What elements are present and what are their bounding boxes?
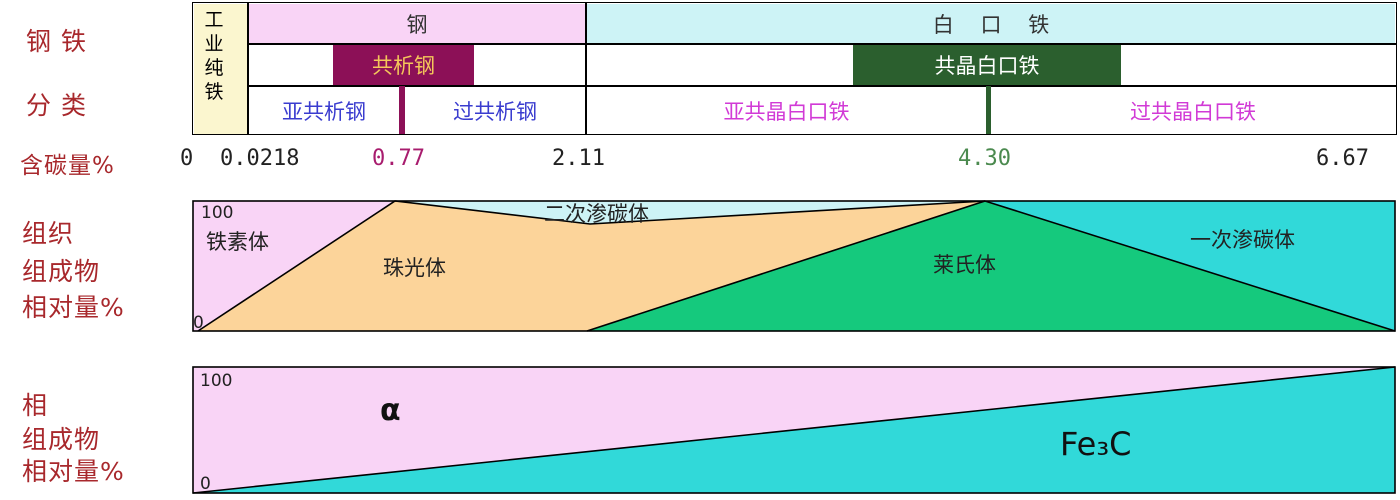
ledeburite-label: 莱氏体 xyxy=(933,253,996,277)
phase-label-line2: 组成物 xyxy=(22,425,101,454)
classification-title-line1: 钢 铁 xyxy=(26,27,87,56)
microstructure-regions: 100 0 铁素体 珠光体 二次渗碳体 莱氏体 一次渗碳体 xyxy=(192,200,1396,333)
pure-iron-label: 工业纯铁 xyxy=(204,9,224,103)
phase-frame xyxy=(192,366,1396,494)
eutectic-divider xyxy=(986,86,991,134)
microstructure-label-line3: 相对量% xyxy=(22,293,125,322)
ledeburite-region xyxy=(587,201,1395,331)
tick-2-11: 2.11 xyxy=(552,146,605,171)
fe3c-label: Fe₃C xyxy=(1060,425,1132,463)
tick-4-30: 4.30 xyxy=(958,146,1011,171)
carbon-scale-label: 含碳量% xyxy=(20,153,115,179)
secondary-cementite-label: 二次渗碳体 xyxy=(544,202,649,226)
hypoeutectoid-steel-cell: 亚共析钢 xyxy=(282,99,366,124)
primary-cementite-label: 一次渗碳体 xyxy=(1190,228,1295,252)
micro-axis-bottom: 0 xyxy=(193,313,204,333)
micro-axis-top: 100 xyxy=(201,203,233,223)
region-boundaries xyxy=(197,200,1396,332)
pearlite-label: 珠光体 xyxy=(383,256,446,280)
pearlite-region xyxy=(198,201,985,331)
pure-iron-cell xyxy=(194,4,247,134)
phase-label-line1: 相 xyxy=(22,391,49,420)
hypereutectoid-steel-cell: 过共析钢 xyxy=(453,99,537,124)
white-iron-header: 白 口 铁 xyxy=(587,4,1395,43)
microstructure-label-line2: 组成物 xyxy=(22,257,101,286)
phase-diagram: 100 0 α Fe₃C xyxy=(192,366,1396,494)
eutectic-white-iron-box: 共晶白口铁 xyxy=(853,45,1121,85)
steel-header: 钢 xyxy=(249,4,585,43)
classification-table xyxy=(192,2,1397,135)
alpha-label: α xyxy=(380,393,401,428)
tick-6-67: 6.67 xyxy=(1316,146,1369,171)
ferrite-label: 铁素体 xyxy=(206,230,269,254)
phase-axis-bottom: 0 xyxy=(200,474,211,494)
eutectoid-steel-box: 共析钢 xyxy=(333,45,474,85)
microstructure-frame xyxy=(192,200,1396,332)
tick-0-77: 0.77 xyxy=(372,146,425,171)
tick-0-0218: 0.0218 xyxy=(220,146,300,171)
phase-axis-top: 100 xyxy=(200,371,232,391)
classification-title-line2: 分 类 xyxy=(26,91,87,120)
eutectoid-divider xyxy=(399,86,405,134)
hypereutectic-white-iron-cell: 过共晶白口铁 xyxy=(1130,99,1256,124)
microstructure-label-line1: 组织 xyxy=(22,219,75,248)
hypoeutectic-white-iron-cell: 亚共晶白口铁 xyxy=(723,99,850,124)
tick-0: 0 xyxy=(180,146,194,171)
phase-label-line3: 相对量% xyxy=(22,457,125,486)
